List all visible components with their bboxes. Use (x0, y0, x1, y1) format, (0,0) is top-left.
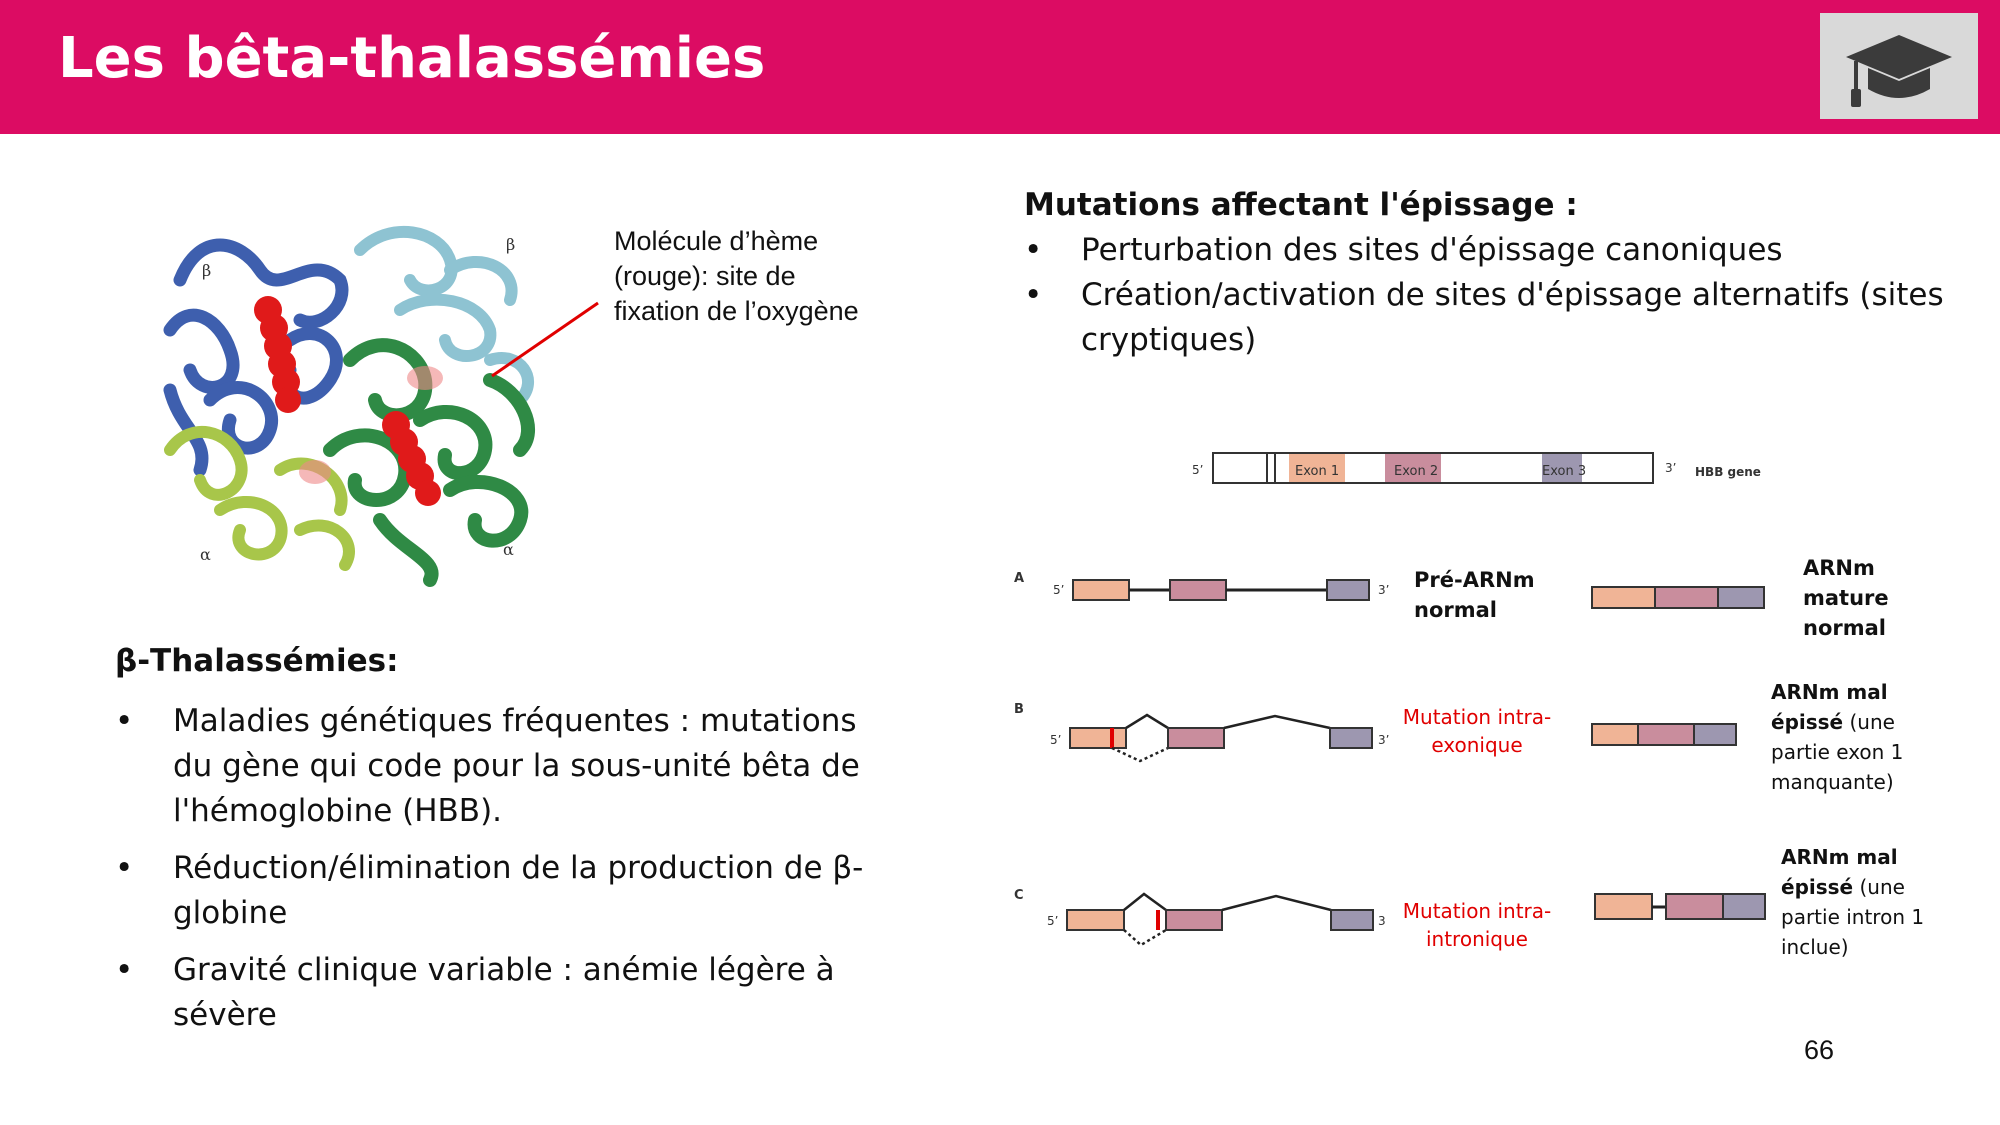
hemoglobin-structure-image: β β α α (163, 225, 536, 587)
svg-text:5’: 5’ (1047, 914, 1058, 928)
slide-title: Les bêta-thalassémies (58, 26, 766, 91)
svg-text:3’: 3’ (1665, 461, 1676, 475)
svg-text:C: C (1014, 888, 1024, 903)
beta-thalassemia-section: β-Thalassémies: •Maladies génétiques fré… (115, 643, 875, 1050)
misspliced-exon-label: ARNm mal épissé (une partie exon 1 manqu… (1771, 680, 1904, 794)
row-c-intronic-mutation: C 5’ 3 (1014, 888, 1766, 947)
gene-exon-2 (1385, 454, 1441, 482)
heme-callout: Molécule d’hème (rouge): site de fixatio… (614, 226, 859, 326)
graduation-cap-icon (1846, 35, 1952, 107)
svg-text:B: B (1014, 702, 1024, 717)
bullet-item: •Gravité clinique variable : anémie légè… (115, 952, 835, 1033)
svg-text:A: A (1014, 571, 1024, 586)
chain-label-alpha-left: α (200, 545, 211, 564)
misspliced-mrna-b (1591, 723, 1737, 746)
bullet-item: •Maladies génétiques fréquentes : mutati… (115, 703, 860, 829)
chain-label-alpha-right: α (503, 540, 514, 559)
svg-text:3: 3 (1378, 914, 1386, 928)
row-b-exonic-mutation: B 5’ 3’ (1014, 702, 1737, 763)
heme-molecules (254, 296, 441, 506)
svg-text:5’: 5’ (1192, 463, 1203, 477)
bullet-item: •Réduction/élimination de la production … (115, 850, 864, 931)
svg-text:Exon 1: Exon 1 (1295, 464, 1339, 479)
svg-text:5’: 5’ (1050, 733, 1061, 747)
gene-exon-1 (1289, 454, 1345, 482)
mature-mrna-a (1591, 586, 1765, 609)
page-number: 66 (1804, 1035, 1835, 1065)
svg-text:HBB gene: HBB gene (1695, 465, 1761, 479)
pre-mrna-normal-label: Pré-ARNm normal (1414, 568, 1535, 622)
section-heading: Mutations affectant l'épissage : (1024, 187, 1578, 223)
bullet-item: •Création/activation de sites d'épissage… (1024, 277, 1944, 358)
gene-exon-3 (1542, 454, 1582, 482)
mature-mrna-normal-label: ARNm mature normal (1803, 556, 1889, 640)
svg-text:Exon 3: Exon 3 (1542, 464, 1586, 479)
section-heading: β-Thalassémies: (115, 643, 399, 679)
misspliced-intron-label: ARNm mal épissé (une partie intron 1 inc… (1781, 845, 1925, 959)
bullet-item: •Perturbation des sites d'épissage canon… (1024, 232, 1783, 268)
intra-intronic-mutation-label: Mutation intra- intronique (1402, 899, 1552, 951)
row-a-normal: A 5’ 3’ (1014, 571, 1765, 609)
svg-text:Exon 2: Exon 2 (1394, 464, 1438, 479)
chain-label-beta-right: β (506, 235, 515, 254)
intra-exonic-mutation-label: Mutation intra- exonique (1402, 705, 1552, 757)
splicing-mutations-section: Mutations affectant l'épissage : •Pertur… (1024, 183, 1974, 363)
chain-label-beta-left: β (202, 261, 211, 280)
misspliced-mrna-c (1594, 893, 1766, 920)
svg-text:5’: 5’ (1053, 583, 1064, 597)
graduation-cap-button[interactable] (1820, 13, 1978, 119)
hbb-gene: Exon 1 Exon 2 Exon 3 5’ 3’ HBB gene (1192, 452, 1761, 484)
svg-text:3’: 3’ (1378, 733, 1389, 747)
svg-text:3’: 3’ (1378, 583, 1389, 597)
title-bar (0, 0, 2000, 134)
